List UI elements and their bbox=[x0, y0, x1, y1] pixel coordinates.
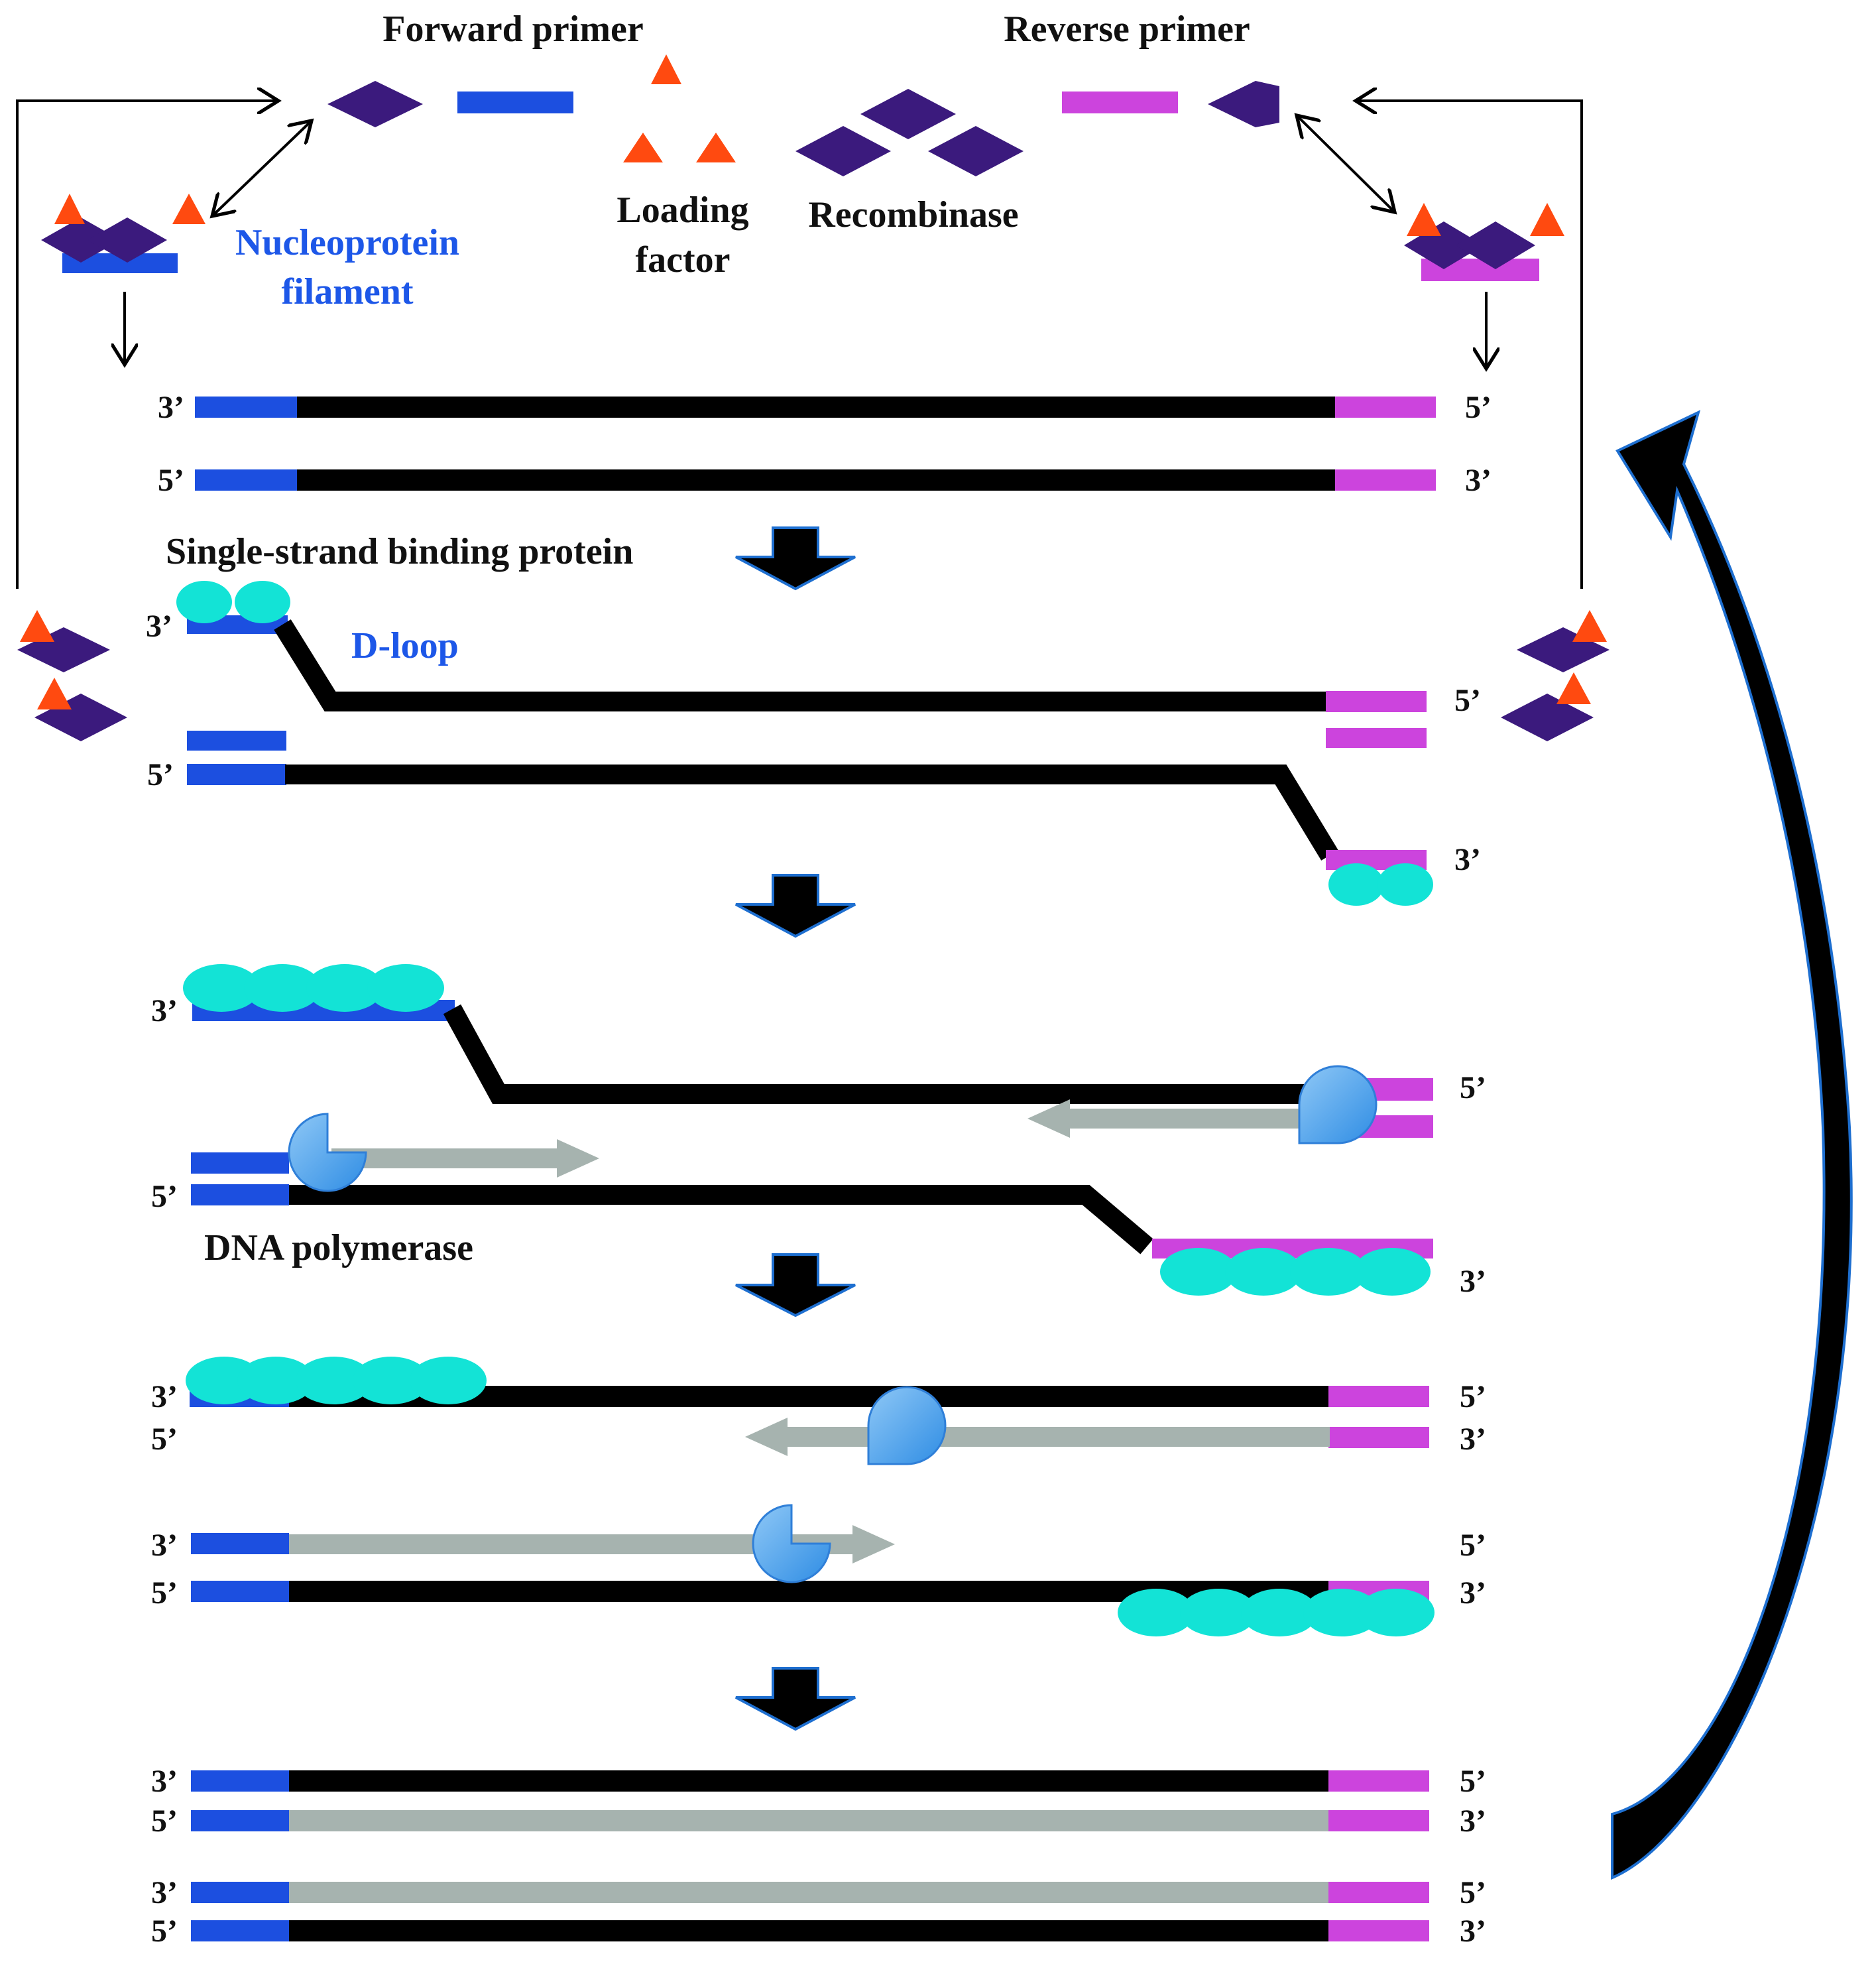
end-label: 3’ bbox=[151, 1379, 178, 1414]
recombinase-icon bbox=[795, 126, 891, 176]
end-label: 3’ bbox=[1460, 1264, 1486, 1299]
step-arrow-icon bbox=[735, 1667, 856, 1731]
extension-structure bbox=[191, 1000, 1433, 1258]
product-duplex-2 bbox=[191, 1882, 1429, 1941]
ssb-cluster bbox=[186, 1357, 1435, 1636]
nucleoprotein-label-2: filament bbox=[281, 271, 413, 312]
end-label: 3’ bbox=[151, 1764, 178, 1799]
end-label: 3’ bbox=[151, 1875, 178, 1910]
step-arrow-icon bbox=[735, 1253, 856, 1318]
recycle-connector-left bbox=[16, 101, 278, 589]
ssb-label: Single-strand binding protein bbox=[166, 531, 633, 572]
recombinase-icon bbox=[1208, 81, 1279, 127]
end-label: 5’ bbox=[1460, 1764, 1486, 1799]
loading-factor-icon bbox=[696, 133, 736, 162]
forward-primer-oligo bbox=[457, 92, 573, 113]
new-strand-arrow bbox=[331, 1139, 599, 1178]
new-strand-arrow bbox=[1027, 1099, 1330, 1138]
reverse-primer-oligo bbox=[1062, 92, 1178, 113]
end-label: 3’ bbox=[1465, 463, 1492, 498]
loading-factor-label-1: Loading bbox=[616, 190, 748, 231]
ssb-cluster bbox=[183, 964, 1431, 1296]
end-label: 5’ bbox=[151, 1575, 178, 1611]
end-label: 3’ bbox=[1454, 842, 1481, 877]
released-recombinase-left bbox=[17, 610, 127, 741]
end-label: 3’ bbox=[1460, 1804, 1486, 1839]
cycle-arrow-icon bbox=[1611, 410, 1853, 1880]
ssb-cluster bbox=[176, 581, 1433, 906]
new-strand-arrow bbox=[745, 1418, 1330, 1456]
end-label: 5’ bbox=[1460, 1528, 1486, 1563]
end-label: 5’ bbox=[1460, 1379, 1486, 1414]
d-loop-structure bbox=[187, 615, 1427, 870]
d-loop-label: D-loop bbox=[351, 625, 459, 666]
recombinase-icon bbox=[928, 126, 1024, 176]
end-label: 5’ bbox=[1465, 390, 1492, 425]
recombinase-label: Recombinase bbox=[808, 194, 1018, 235]
released-recombinase-right bbox=[1501, 610, 1610, 741]
end-label: 3’ bbox=[1460, 1422, 1486, 1457]
recombinase-icon bbox=[860, 89, 956, 139]
binding-arrow-left bbox=[212, 121, 312, 216]
step-arrow-icon bbox=[735, 874, 856, 938]
reverse-primer-label: Reverse primer bbox=[1004, 9, 1250, 50]
binding-arrow-right bbox=[1297, 115, 1395, 212]
end-label: 5’ bbox=[151, 1422, 178, 1457]
nucleoprotein-label-1: Nucleoprotein bbox=[235, 222, 459, 263]
end-label: 5’ bbox=[1454, 683, 1481, 718]
forward-primer-label: Forward primer bbox=[382, 9, 643, 50]
end-label: 5’ bbox=[151, 1914, 178, 1949]
end-label: 3’ bbox=[1460, 1575, 1486, 1611]
end-label: 3’ bbox=[151, 993, 178, 1028]
loading-factor-icon bbox=[623, 133, 663, 162]
forward-nucleoprotein-filament bbox=[41, 194, 205, 273]
template-dsdna bbox=[195, 397, 1436, 491]
polymerase-icon bbox=[288, 1113, 367, 1192]
end-label: 5’ bbox=[151, 1179, 178, 1214]
reverse-nucleoprotein-filament bbox=[1404, 203, 1564, 281]
recombinase-icon bbox=[327, 81, 423, 127]
recycle-connector-right bbox=[1356, 101, 1583, 589]
end-label: 5’ bbox=[158, 463, 184, 498]
end-label: 5’ bbox=[1460, 1875, 1486, 1910]
extension-structure-2 bbox=[190, 1386, 1429, 1602]
end-label: 5’ bbox=[147, 757, 174, 792]
polymerase-icon bbox=[1298, 1065, 1378, 1144]
polymerase-icon bbox=[867, 1386, 947, 1465]
end-label: 3’ bbox=[146, 609, 172, 644]
step-arrow-icon bbox=[735, 526, 856, 591]
end-label: 3’ bbox=[1460, 1914, 1486, 1949]
product-duplex-1 bbox=[191, 1770, 1429, 1831]
polymerase-label: DNA polymerase bbox=[204, 1227, 473, 1268]
loading-factor-label-2: factor bbox=[635, 239, 730, 280]
loading-factor-icon bbox=[651, 54, 681, 84]
end-label: 3’ bbox=[158, 390, 184, 425]
end-label: 3’ bbox=[151, 1528, 178, 1563]
end-label: 5’ bbox=[1460, 1070, 1486, 1105]
polymerase-icon bbox=[752, 1504, 831, 1583]
end-label: 5’ bbox=[151, 1804, 178, 1839]
